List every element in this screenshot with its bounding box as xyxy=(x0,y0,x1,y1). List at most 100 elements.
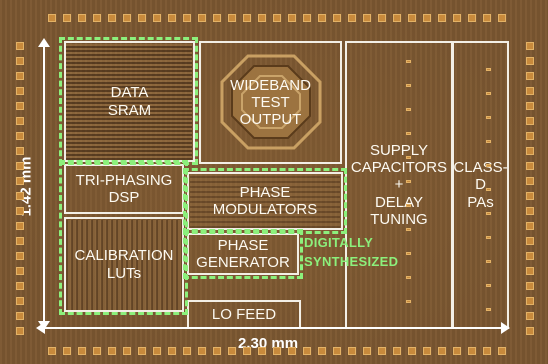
via-mark xyxy=(486,260,491,263)
bond-pad xyxy=(228,347,236,355)
bond-pad xyxy=(273,14,281,22)
wideband-pad-octagon xyxy=(218,52,324,152)
bond-pad xyxy=(93,347,101,355)
bond-pad xyxy=(183,347,191,355)
bond-pad xyxy=(63,14,71,22)
bond-pad xyxy=(468,14,476,22)
bond-pad xyxy=(333,347,341,355)
class-d-pa-block: CLASS-D PAs xyxy=(452,41,509,329)
bond-pad xyxy=(453,347,461,355)
bond-pad xyxy=(198,347,206,355)
bond-pad xyxy=(526,102,534,110)
phase-mod-texture xyxy=(190,172,340,228)
bond-pad xyxy=(16,297,24,305)
bond-pad xyxy=(526,147,534,155)
bond-pad xyxy=(138,14,146,22)
wideband-test-output-block: WIDEBAND TEST OUTPUT xyxy=(199,41,342,164)
via-mark xyxy=(406,108,411,111)
bond-pad xyxy=(16,312,24,320)
bond-pad xyxy=(168,14,176,22)
sram-texture xyxy=(66,44,192,160)
bond-pad xyxy=(348,14,356,22)
bond-pad xyxy=(183,14,191,22)
bond-pad xyxy=(108,347,116,355)
phase-mod-label: PHASE MODULATORS xyxy=(212,183,318,218)
bond-pad xyxy=(438,14,446,22)
bond-pad xyxy=(78,347,86,355)
bond-pad xyxy=(288,347,296,355)
via-mark xyxy=(406,228,411,231)
via-mark xyxy=(406,180,411,183)
calibration-label: CALIBRATION LUTs xyxy=(74,247,174,282)
bond-pad xyxy=(48,14,56,22)
bond-pad xyxy=(153,14,161,22)
bond-pad xyxy=(378,14,386,22)
bond-pad xyxy=(16,42,24,50)
via-mark xyxy=(406,132,411,135)
bond-pad xyxy=(526,42,534,50)
bond-pad xyxy=(526,87,534,95)
bond-pad xyxy=(526,267,534,275)
bond-pad xyxy=(526,327,534,335)
bond-pad xyxy=(318,347,326,355)
bond-pad xyxy=(526,192,534,200)
bond-pad xyxy=(168,347,176,355)
bond-pad xyxy=(78,14,86,22)
via-mark xyxy=(406,156,411,159)
bond-pad xyxy=(108,14,116,22)
bond-pad xyxy=(438,347,446,355)
bond-pad xyxy=(16,72,24,80)
via-mark xyxy=(486,284,491,287)
bond-pad xyxy=(123,347,131,355)
calibration-texture xyxy=(66,220,182,310)
digital-outline-left-column xyxy=(59,160,188,315)
bond-pad xyxy=(16,267,24,275)
via-mark xyxy=(406,204,411,207)
via-mark xyxy=(486,68,491,71)
lo-feed-label: LO FEED xyxy=(211,305,277,323)
wideband-label: WIDEBAND TEST OUTPUT xyxy=(230,76,311,129)
bond-pad xyxy=(348,347,356,355)
via-mark xyxy=(486,212,491,215)
bond-pad xyxy=(483,14,491,22)
bond-pad xyxy=(16,177,24,185)
triphasing-label: TRI-PHASING DSP xyxy=(75,171,173,206)
bond-pad xyxy=(526,207,534,215)
bond-pad xyxy=(243,347,251,355)
bond-pad xyxy=(303,347,311,355)
bond-pad xyxy=(408,14,416,22)
bond-pad xyxy=(526,132,534,140)
bond-pad xyxy=(363,14,371,22)
bond-pad xyxy=(16,147,24,155)
bond-pad xyxy=(16,252,24,260)
bond-pad xyxy=(93,14,101,22)
width-dimension-arrow xyxy=(36,322,510,334)
via-mark xyxy=(486,116,491,119)
digitally-synthesized-legend: DIGITALLY SYNTHESIZED xyxy=(304,235,399,269)
via-mark xyxy=(486,236,491,239)
bond-pad xyxy=(16,237,24,245)
bond-pad xyxy=(16,102,24,110)
digital-outline-sram xyxy=(59,37,198,165)
bond-pad xyxy=(198,14,206,22)
via-mark xyxy=(486,140,491,143)
bond-pad xyxy=(138,347,146,355)
via-mark xyxy=(486,308,491,311)
bond-pad xyxy=(526,297,534,305)
bond-pad xyxy=(498,14,506,22)
bond-pad xyxy=(16,162,24,170)
bond-pad xyxy=(16,87,24,95)
bond-pad xyxy=(48,347,56,355)
bond-pad xyxy=(123,14,131,22)
via-mark xyxy=(486,188,491,191)
via-mark xyxy=(486,92,491,95)
bond-pad xyxy=(423,14,431,22)
height-dimension-arrow xyxy=(38,38,50,330)
lo-feed-block: LO FEED xyxy=(187,300,301,329)
bond-pad xyxy=(526,162,534,170)
bond-pad xyxy=(63,347,71,355)
bond-pad xyxy=(526,252,534,260)
bond-pad xyxy=(16,207,24,215)
bond-pad xyxy=(16,282,24,290)
